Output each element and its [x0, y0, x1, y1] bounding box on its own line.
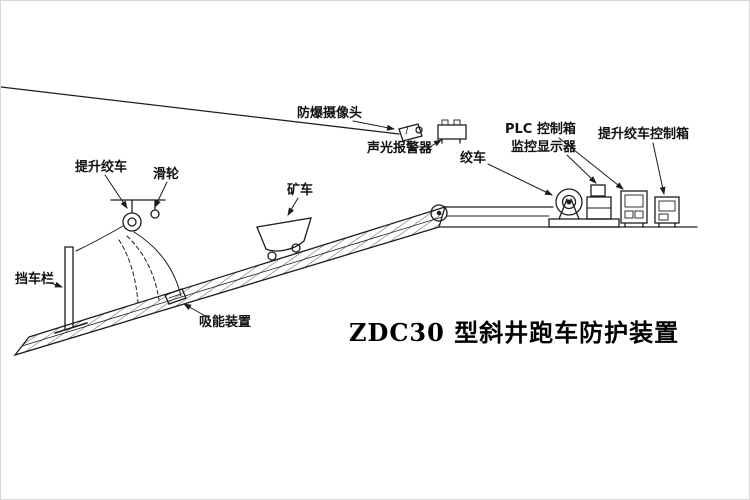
barrier-rope	[75, 225, 124, 252]
barrier-post	[54, 246, 88, 334]
leader-line	[154, 181, 168, 208]
winch-monitor	[590, 184, 606, 197]
label-stop-barrier: 挡车栏	[15, 272, 55, 287]
mine-car-wheel	[267, 251, 277, 261]
energy-absorber-device	[164, 288, 187, 305]
winch-base	[548, 218, 620, 228]
leader-line	[652, 142, 666, 195]
leader-lines	[50, 120, 666, 319]
label-pulley: 滑轮	[153, 167, 180, 182]
pulley-wheel	[150, 209, 160, 219]
mine-car-shape	[256, 217, 312, 261]
label-hoist-winch: 提升绞车	[75, 160, 128, 175]
leader-line	[50, 281, 63, 288]
label-hoist-winch-box: 提升绞车控制箱	[598, 127, 690, 142]
explosion-proof-camera	[398, 123, 423, 142]
leader-line	[424, 139, 442, 151]
hoist-control-cabinet	[654, 196, 680, 228]
winch-assembly	[548, 184, 620, 228]
hoist-winch-drum	[122, 212, 142, 232]
winch-drum	[555, 188, 583, 216]
label-winch: 绞车	[460, 151, 487, 166]
leader-line	[487, 163, 553, 196]
leader-line	[104, 174, 128, 209]
shaft-ceiling-line	[1, 86, 400, 135]
leader-line	[287, 197, 299, 216]
barrier-arcs	[118, 231, 182, 304]
label-energy-absorber: 吸能装置	[199, 315, 252, 330]
label-camera: 防爆摄像头	[297, 106, 363, 121]
platform-lines	[438, 206, 698, 228]
leader-line	[566, 154, 597, 184]
diagram-title: ZDC30 型斜井跑车防护装置	[349, 318, 680, 347]
leader-line	[183, 303, 210, 319]
sound-light-alarm	[437, 119, 467, 144]
mine-car-wheel	[291, 243, 301, 253]
leader-line	[558, 137, 624, 190]
label-monitor: 监控显示器	[511, 140, 577, 155]
plc-cabinet	[620, 190, 648, 228]
label-plc-box: PLC 控制箱	[505, 122, 576, 137]
head-pulley	[430, 204, 448, 222]
leader-line	[352, 120, 395, 131]
label-mine-car: 矿车	[287, 183, 314, 198]
label-alarm: 声光报警器	[367, 141, 433, 156]
